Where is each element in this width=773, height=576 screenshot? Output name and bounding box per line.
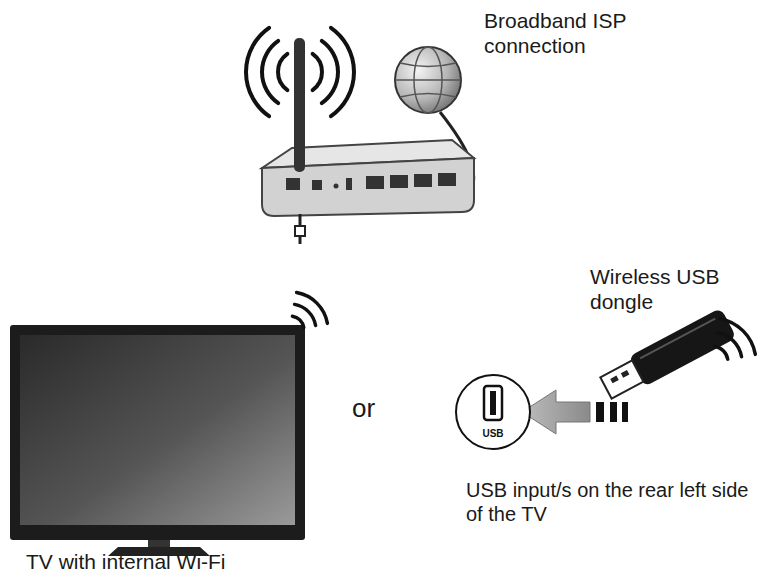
usb-input-label: USB input/s on the rear left side of the… [466, 478, 768, 526]
router-cable [295, 214, 305, 244]
router [262, 38, 474, 216]
globe-icon [395, 47, 461, 113]
wifi-arc [331, 28, 354, 116]
isp-label: Broadband ISP connection [484, 8, 634, 58]
usb-dongle [598, 308, 737, 403]
wifi-arc [262, 41, 278, 103]
wifi-arc [322, 41, 338, 103]
tv [10, 325, 305, 556]
wifi-arc [297, 293, 328, 324]
or-label: or [352, 393, 402, 424]
tv-label: TV with internal Wi-Fi [26, 549, 316, 574]
wifi-arc [278, 54, 287, 90]
wifi-arc [295, 304, 316, 325]
wifi-arc [717, 332, 741, 356]
usb-port-circle: USB [455, 374, 531, 450]
dongle-label: Wireless USB dongle [590, 264, 765, 314]
wifi-arc [720, 319, 756, 355]
wifi-arc [292, 316, 303, 327]
wifi-waves [246, 28, 755, 359]
wifi-arc [313, 54, 322, 90]
port-label: USB [457, 428, 529, 439]
wifi-arc [715, 346, 728, 359]
wifi-arc [246, 28, 269, 116]
